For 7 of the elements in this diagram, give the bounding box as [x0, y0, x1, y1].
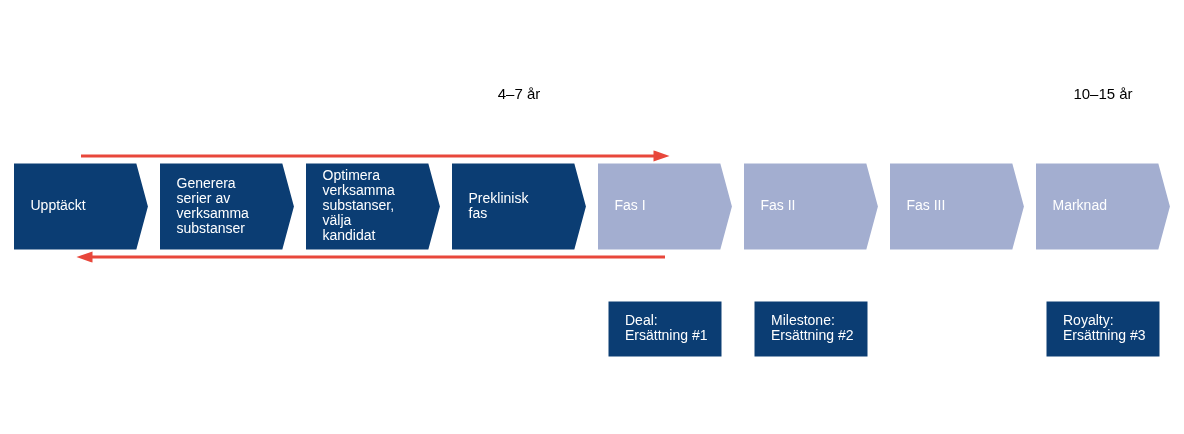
node-box: Deal: Ersättning #1 — [605, 298, 725, 359]
node-box: Royalty: Ersättning #3 — [1043, 298, 1163, 359]
arrow — [76, 250, 665, 263]
node-box: Milestone: Ersättning #2 — [751, 298, 871, 359]
label: 4–7 år — [497, 84, 541, 101]
label: 10–15 år — [1073, 84, 1133, 101]
arrow — [81, 149, 670, 162]
